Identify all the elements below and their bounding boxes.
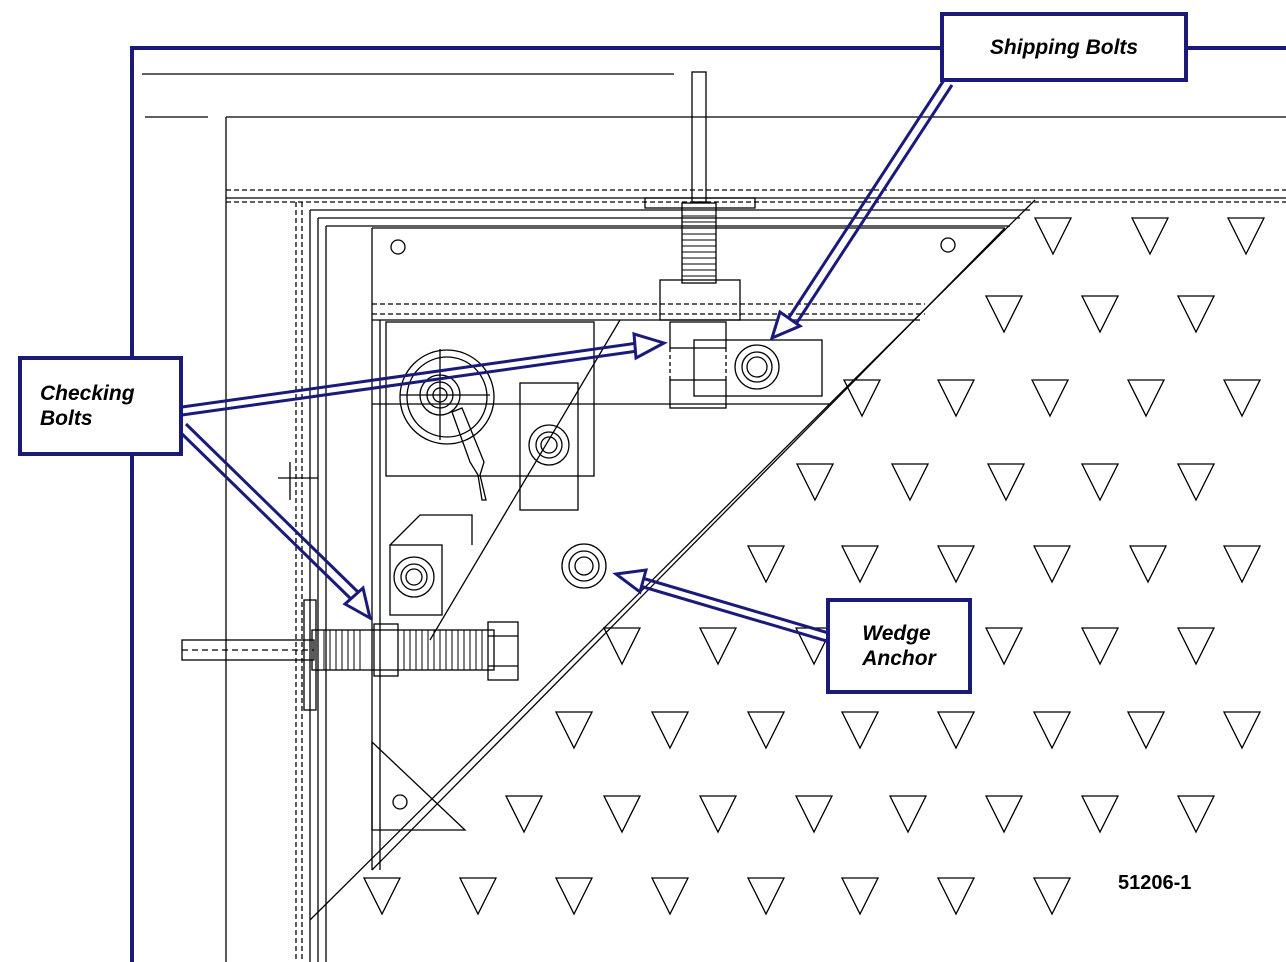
- grating-triangle: [1176, 295, 1216, 334]
- grating-triangle: [986, 463, 1026, 502]
- grating-triangle: [554, 711, 594, 750]
- grating-triangle: [936, 711, 976, 750]
- grating-triangle: [795, 463, 835, 502]
- grating-triangle: [840, 711, 880, 750]
- callout-checking-bolts: Checking Bolts: [18, 356, 183, 456]
- grating-triangle: [842, 379, 882, 418]
- grating-triangle: [1032, 877, 1072, 916]
- grating-triangle: [1030, 379, 1070, 418]
- grating-triangle: [1130, 217, 1170, 256]
- grating-triangle: [746, 877, 786, 916]
- grating-triangle: [650, 711, 690, 750]
- grating-triangle: [1080, 463, 1120, 502]
- grating-triangle: [1032, 711, 1072, 750]
- callout-wedge-anchor-line2: Anchor: [862, 647, 936, 670]
- grating-triangle: [458, 877, 498, 916]
- grating-triangle: [1222, 379, 1262, 418]
- grating-triangle: [984, 295, 1024, 334]
- frame-border: [130, 46, 1286, 962]
- callout-wedge-anchor-line1: Wedge: [862, 622, 931, 645]
- grating-triangle: [936, 545, 976, 584]
- grating-triangle: [1033, 217, 1073, 256]
- grating-triangle: [1080, 795, 1120, 834]
- grating-triangle: [698, 795, 738, 834]
- grating-triangle: [698, 627, 738, 666]
- callout-shipping-bolts: Shipping Bolts: [940, 12, 1188, 82]
- grating-triangle: [504, 795, 544, 834]
- grating-triangle: [1222, 545, 1262, 584]
- grating-triangle: [602, 795, 642, 834]
- grating-triangle: [650, 877, 690, 916]
- callout-shipping-bolts-label: Shipping Bolts: [989, 35, 1139, 59]
- grating-triangle: [1126, 379, 1166, 418]
- grating-triangle: [746, 711, 786, 750]
- grating-triangle: [1226, 217, 1266, 256]
- grating-triangle: [1222, 711, 1262, 750]
- grating-triangle: [1176, 463, 1216, 502]
- grating-pattern: [362, 217, 1266, 916]
- grating-triangle: [554, 877, 594, 916]
- grating-triangle: [362, 877, 402, 916]
- grating-triangle: [1176, 795, 1216, 834]
- grating-triangle: [1080, 627, 1120, 666]
- grating-triangle: [1176, 627, 1216, 666]
- grating-triangle: [602, 627, 642, 666]
- grating-triangle: [936, 379, 976, 418]
- grating-triangle: [1126, 711, 1166, 750]
- grating-triangle: [984, 627, 1024, 666]
- grating-triangle: [794, 795, 834, 834]
- grating-triangle: [840, 545, 880, 584]
- grating-triangle: [840, 877, 880, 916]
- callout-checking-bolts-line1: Checking: [40, 382, 135, 405]
- grating-triangle: [1080, 295, 1120, 334]
- grating-triangle: [746, 545, 786, 584]
- grating-triangle: [936, 877, 976, 916]
- callout-wedge-anchor: Wedge Anchor: [826, 598, 972, 694]
- grating-triangle: [1128, 545, 1168, 584]
- callout-checking-bolts-line2: Bolts: [40, 407, 93, 430]
- grating-triangle: [890, 463, 930, 502]
- grating-triangle: [984, 795, 1024, 834]
- grating-triangle: [888, 795, 928, 834]
- figure-number: 51206-1: [1118, 872, 1192, 894]
- grating-triangle: [1032, 545, 1072, 584]
